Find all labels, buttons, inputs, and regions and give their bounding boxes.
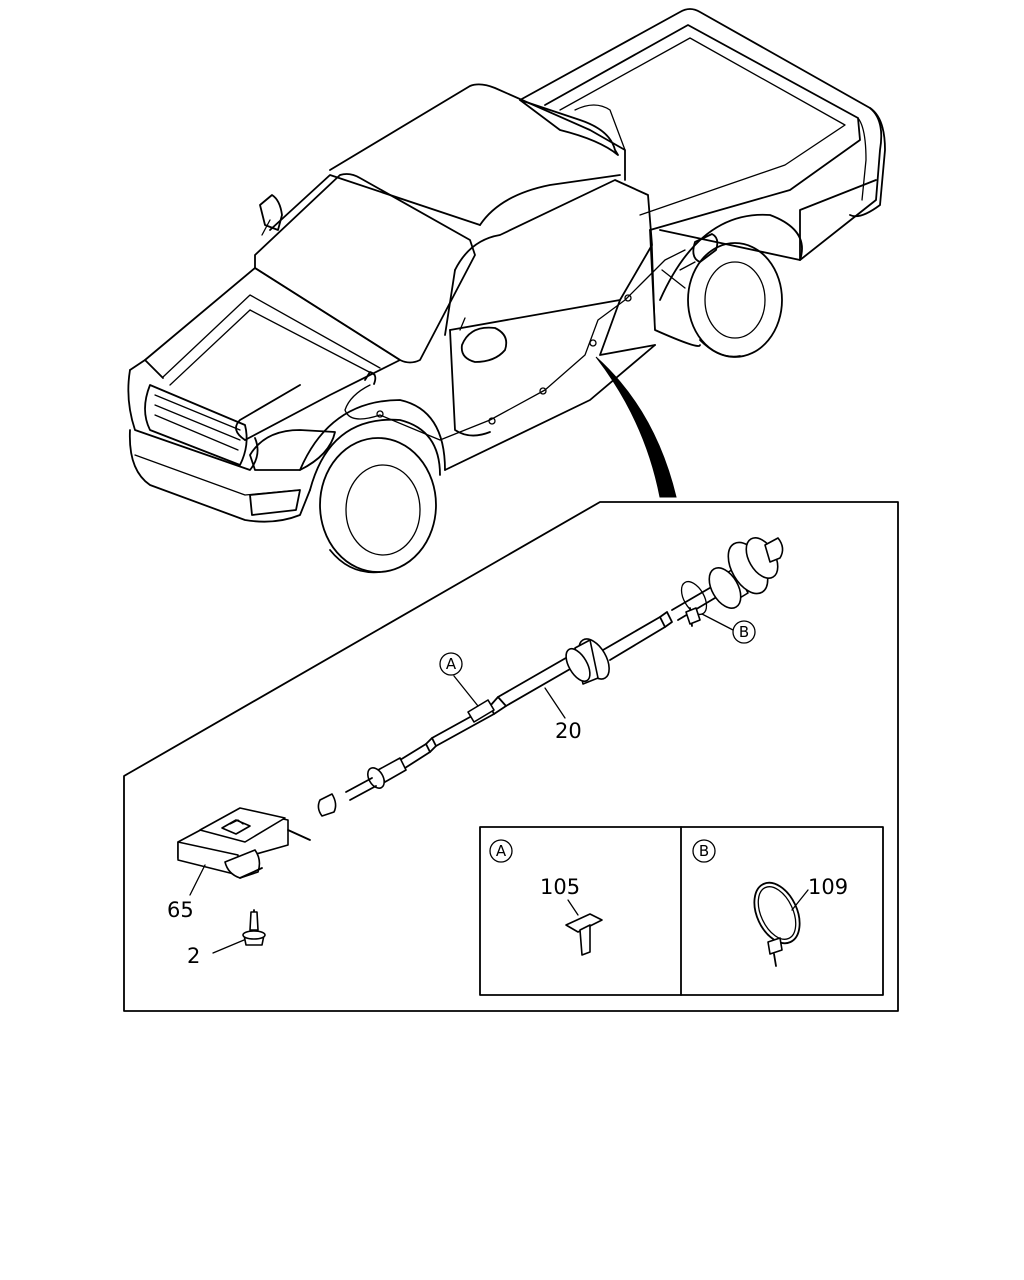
leader-a: [453, 675, 479, 707]
cable-bracket: [177, 807, 311, 879]
inset-b-label: B: [699, 842, 709, 860]
callout-20: 20: [555, 719, 582, 743]
callout-109: 109: [808, 875, 848, 899]
leader-65: [189, 864, 206, 896]
callout-65: 65: [167, 898, 194, 922]
ref-a-label: A: [446, 655, 457, 673]
leader-b: [701, 613, 734, 631]
pickup-truck-illustration: [127, 8, 886, 574]
leader-105: [567, 899, 579, 916]
inset-b-circle: [692, 839, 716, 863]
parking-brake-cable: [317, 537, 784, 817]
bolt-screw: [242, 909, 266, 946]
leader-20: [544, 687, 566, 719]
ref-b-label: B: [739, 623, 749, 641]
inset-a-circle: [489, 839, 513, 863]
inset-a-label: A: [496, 842, 507, 860]
callout-105: 105: [540, 875, 580, 899]
callout-2: 2: [187, 944, 200, 968]
detail-frame: [123, 501, 899, 1012]
clamp-part-109: [753, 881, 801, 967]
leader-109: [791, 889, 809, 911]
detail-inset-boxes: [479, 826, 884, 996]
ref-b-circle: [732, 620, 756, 644]
ref-a-circle: [439, 652, 463, 676]
detail-pointer: [595, 356, 677, 498]
clip-part-105: [565, 913, 603, 956]
leader-2: [212, 939, 245, 954]
